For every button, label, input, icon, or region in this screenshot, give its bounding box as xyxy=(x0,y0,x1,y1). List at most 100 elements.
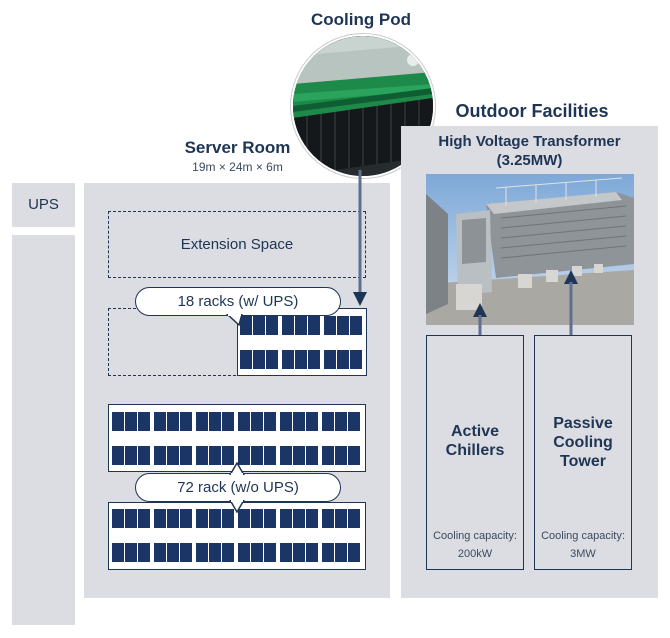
rack-icon xyxy=(238,509,250,528)
transformer-label-line1: High Voltage Transformer xyxy=(438,133,621,150)
active-chillers-box: Active Chillers Cooling capacity: 200kW xyxy=(426,335,524,570)
rack-icon xyxy=(154,509,166,528)
rack-icon xyxy=(264,412,276,431)
rack-icon xyxy=(222,543,234,562)
rack-group xyxy=(196,446,234,465)
passive-tower-cap-label: Cooling capacity: xyxy=(541,530,625,542)
rack-icon xyxy=(264,543,276,562)
rack-icon xyxy=(138,509,150,528)
rack-icon xyxy=(112,412,124,431)
active-chillers-cap-value: 200kW xyxy=(457,548,493,560)
rack-icon xyxy=(125,543,137,562)
rack-icon xyxy=(348,412,360,431)
rack-icon xyxy=(125,446,137,465)
rack-icon xyxy=(154,412,166,431)
rack-icon xyxy=(324,350,336,369)
rack-icon xyxy=(295,350,307,369)
rack-icon xyxy=(180,446,192,465)
active-chillers-cap-label: Cooling capacity: xyxy=(433,530,517,542)
rack-icon xyxy=(337,350,349,369)
extension-space-label: Extension Space xyxy=(180,236,294,253)
rack-icon xyxy=(348,446,360,465)
rack-icon xyxy=(209,543,221,562)
passive-tower-name-2: Cooling xyxy=(553,434,613,451)
rack-icon xyxy=(282,350,294,369)
rack-icon xyxy=(266,316,278,335)
rack-group xyxy=(280,412,318,431)
rack-icon xyxy=(251,509,263,528)
rack-icon xyxy=(196,543,208,562)
rack-group xyxy=(324,316,362,335)
rack-icon xyxy=(322,509,334,528)
ups-label: UPS xyxy=(28,196,59,213)
rack-icon xyxy=(335,543,347,562)
rack-icon xyxy=(337,316,349,335)
rack-icon xyxy=(280,509,292,528)
rack-group xyxy=(238,509,276,528)
transformer-label-line2: (3.25MW) xyxy=(496,152,563,169)
rack-row xyxy=(112,446,360,465)
rack-icon xyxy=(282,316,294,335)
rack-icon xyxy=(293,412,305,431)
rack-group xyxy=(322,412,360,431)
rack-icon xyxy=(306,509,318,528)
outdoor-title: Outdoor Facilities xyxy=(455,101,609,121)
rack-icon xyxy=(335,412,347,431)
ups-panel xyxy=(12,235,75,625)
rack-icon xyxy=(196,509,208,528)
rack-icon xyxy=(167,509,179,528)
rack-icon xyxy=(240,316,252,335)
rack-row xyxy=(240,350,362,369)
rack-icon xyxy=(222,509,234,528)
rack-icon xyxy=(306,543,318,562)
rack-icon xyxy=(125,412,137,431)
rack-icon xyxy=(196,412,208,431)
rack-group xyxy=(240,350,278,369)
rack-icon xyxy=(209,446,221,465)
rack-group xyxy=(282,350,320,369)
rack-icon xyxy=(222,412,234,431)
rack-group xyxy=(280,543,318,562)
rack-group xyxy=(154,446,192,465)
rack-icon xyxy=(196,446,208,465)
active-chillers-name-1: Active xyxy=(450,423,500,440)
outdoor-facility-photo xyxy=(426,174,634,325)
passive-tower-name-1: Passive xyxy=(553,415,613,432)
rack-row xyxy=(112,412,360,431)
rack-icon xyxy=(167,412,179,431)
callout-main-pointer-up xyxy=(229,462,245,475)
rack-icon xyxy=(293,446,305,465)
rack-icon xyxy=(308,350,320,369)
rack-icon xyxy=(335,509,347,528)
rack-group xyxy=(238,446,276,465)
server-room-dimensions: 19m × 24m × 6m xyxy=(192,160,283,174)
callout-main-racks: 72 rack (w/o UPS) xyxy=(135,473,341,502)
rack-group xyxy=(112,412,150,431)
rack-group xyxy=(322,509,360,528)
rack-group xyxy=(322,446,360,465)
rack-group xyxy=(154,412,192,431)
callout-main-racks-text: 72 rack (w/o UPS) xyxy=(177,479,299,496)
rack-icon xyxy=(293,509,305,528)
rack-icon xyxy=(251,446,263,465)
extension-space: Extension Space xyxy=(108,211,366,278)
callout-ups-pointer xyxy=(225,314,243,326)
rack-icon xyxy=(253,316,265,335)
rack-group xyxy=(112,543,150,562)
rack-icon xyxy=(350,350,362,369)
rack-group xyxy=(324,350,362,369)
cooling-pod-label: Cooling Pod xyxy=(310,10,412,29)
rack-group xyxy=(280,509,318,528)
rack-icon xyxy=(112,509,124,528)
rack-icon xyxy=(308,316,320,335)
rack-group xyxy=(196,412,234,431)
rack-icon xyxy=(280,446,292,465)
rack-group xyxy=(240,316,278,335)
callout-ups-racks: 18 racks (w/ UPS) xyxy=(135,287,341,316)
rack-icon xyxy=(306,412,318,431)
rack-icon xyxy=(167,543,179,562)
rack-icon xyxy=(138,543,150,562)
rack-icon xyxy=(112,543,124,562)
passive-tower-cap-value: 3MW xyxy=(570,548,596,560)
active-chillers-name-2: Chillers xyxy=(445,442,505,459)
